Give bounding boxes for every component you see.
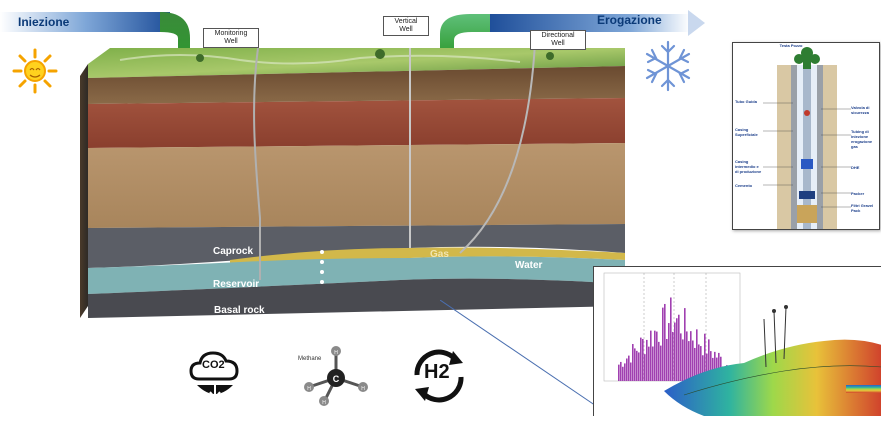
histogram-bar <box>670 297 672 381</box>
histogram-bar <box>704 333 706 381</box>
histogram-bar <box>626 358 628 381</box>
water-label: Water <box>515 260 543 271</box>
caprock-label: Caprock <box>213 246 254 257</box>
basal-rock-label: Basal rock <box>214 305 265 316</box>
svg-text:H: H <box>361 386 365 392</box>
histogram-bar <box>656 331 658 381</box>
histogram-and-surface-image <box>603 272 881 416</box>
injection-label: Iniezione <box>18 15 70 29</box>
svg-text:H: H <box>322 400 326 406</box>
histogram-bar <box>662 307 664 381</box>
histogram-bar <box>654 330 656 381</box>
histogram-bar <box>668 323 670 381</box>
histogram-bar <box>692 340 694 381</box>
histogram-bar <box>624 363 626 381</box>
svg-text:H: H <box>307 386 311 392</box>
histogram-bar <box>636 350 638 381</box>
gas-label: Gas <box>430 249 449 260</box>
histogram-bar <box>690 331 692 381</box>
geological-block-diagram <box>80 38 640 338</box>
hydrogen-cycle-icon: H2 <box>407 345 471 407</box>
histogram-bar <box>680 333 682 381</box>
histogram-bar <box>642 338 644 381</box>
schematic-top-label: Testa Pozzo <box>779 43 803 48</box>
snowflake-icon <box>640 38 696 94</box>
histogram-bar <box>628 355 630 381</box>
histogram-bar <box>622 366 624 381</box>
schematic-label-dhe: DHE <box>851 165 860 170</box>
reservoir-model-inset <box>593 266 881 416</box>
schematic-label-tubo-guida: Tubo Guida <box>735 99 757 104</box>
schematic-label-valvola: Valvola di sicurezza <box>851 105 870 115</box>
co2-cloud-icon: CO2 <box>185 345 245 405</box>
histogram-bar <box>702 355 704 381</box>
histogram-bar <box>640 337 642 381</box>
histogram-bar <box>696 329 698 381</box>
histogram-bar <box>646 339 648 381</box>
well-schematic-panel: Testa Pozzo Tubo Guida Casing Superficia… <box>732 42 880 230</box>
histogram-bar <box>700 346 702 381</box>
histogram-bar <box>718 352 720 381</box>
histogram-bar <box>686 331 688 381</box>
histogram-bar <box>694 347 696 381</box>
histogram-bar <box>650 330 652 381</box>
well-schematic-drawing <box>763 47 851 229</box>
histogram-bar <box>660 345 662 381</box>
histogram-bar <box>708 339 710 381</box>
reservoir-label: Reservoir <box>213 279 260 290</box>
histogram-bar <box>618 364 620 381</box>
methane-molecule-icon: C H H H H Methane <box>296 342 372 408</box>
histogram-bar <box>676 318 678 381</box>
methane-label: Methane <box>298 356 322 362</box>
histogram-bar <box>644 354 646 381</box>
monitoring-well-label: Monitoring Well <box>203 28 259 48</box>
histogram-bar <box>682 339 684 381</box>
connector-line <box>440 300 606 413</box>
histogram-bar <box>684 308 686 381</box>
histogram-bar <box>678 314 680 381</box>
schematic-label-casing-superficiale: Casing Superficiale <box>735 127 758 137</box>
histogram-bar <box>666 338 668 381</box>
histogram-bar <box>620 361 622 381</box>
histogram-bar <box>658 341 660 381</box>
directional-well-label: Directional Well <box>530 30 586 50</box>
histogram-bar <box>674 322 676 381</box>
histogram-bar <box>652 346 654 381</box>
histogram-bar <box>706 353 708 381</box>
histogram-bar <box>664 303 666 381</box>
histogram-bar <box>672 331 674 381</box>
histogram-bar <box>648 346 650 381</box>
schematic-label-tubing: Tubing di iniezione erogazione gas <box>851 129 873 149</box>
schematic-label-casing-intermedio: Casing intermedio e di produzione <box>735 159 762 174</box>
histogram-bar <box>632 344 634 381</box>
histogram-bar <box>634 348 636 381</box>
histogram-bar <box>714 351 716 381</box>
withdrawal-arrow-shape <box>440 10 705 56</box>
histogram-bar <box>688 341 690 381</box>
svg-text:C: C <box>333 374 340 384</box>
co2-label: CO2 <box>202 359 225 371</box>
sun-icon <box>12 48 58 94</box>
histogram-bar <box>638 352 640 381</box>
histogram-bar <box>710 351 712 381</box>
histogram-bar <box>698 344 700 381</box>
withdrawal-arrow <box>430 8 705 58</box>
h2-label: H2 <box>424 361 450 383</box>
schematic-label-cemento: Cemento <box>735 183 753 188</box>
histogram-bar <box>630 362 632 381</box>
svg-text:H: H <box>334 350 338 356</box>
vertical-well-label: Vertical Well <box>383 16 429 36</box>
withdrawal-label: Erogazione <box>597 13 662 27</box>
schematic-label-filtri: Filtri Gravel Pack <box>851 203 874 213</box>
schematic-label-packer: Packer <box>851 191 865 196</box>
